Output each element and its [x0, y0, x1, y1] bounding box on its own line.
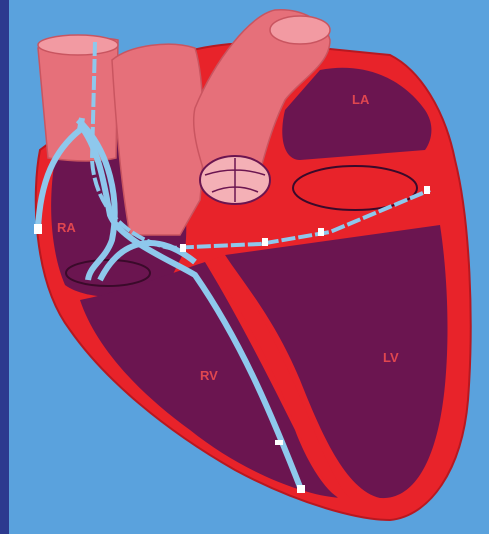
- electrode-cs-1: [180, 244, 186, 252]
- svc-opening: [38, 35, 118, 55]
- left-border-strip: [0, 0, 9, 534]
- label-rv: RV: [200, 368, 218, 383]
- aorta-opening: [270, 16, 330, 44]
- label-la: LA: [352, 92, 370, 107]
- electrode-rv-2: [297, 485, 305, 493]
- electrode-ra: [34, 224, 42, 234]
- electrode-cs-3: [318, 228, 324, 236]
- electrode-rv-1: [275, 440, 283, 445]
- electrode-cs-2: [262, 238, 268, 246]
- superior-vena-cava: [38, 38, 118, 161]
- pulmonary-trunk: [112, 44, 203, 235]
- label-lv: LV: [383, 350, 399, 365]
- label-ra: RA: [57, 220, 76, 235]
- electrode-cs-4: [424, 186, 430, 194]
